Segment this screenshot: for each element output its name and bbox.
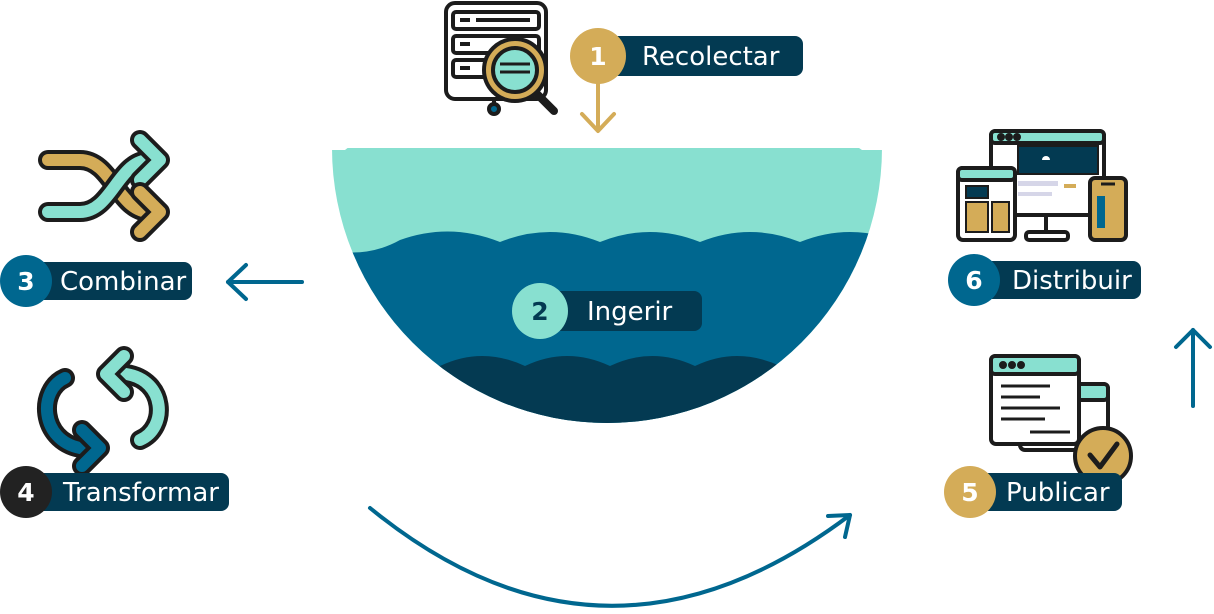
step-1-badge — [570, 28, 626, 84]
step-2-number: 2 — [531, 297, 548, 326]
step-6-pill: 6 Distribuir — [948, 254, 1141, 306]
shuffle-icon — [38, 130, 170, 242]
arrow-down-icon — [580, 82, 616, 133]
step-3-number: 3 — [17, 267, 34, 296]
arrow-left-icon — [226, 263, 304, 301]
step-1-label: Recolectar — [642, 42, 780, 72]
data-lake — [332, 148, 882, 423]
step-3-pill: 3 Combinar — [0, 255, 192, 307]
approved-documents-icon — [989, 354, 1133, 486]
database-search-icon — [444, 1, 558, 116]
step-1-pill: 1 Recolectar — [570, 28, 803, 84]
step-3-label: Combinar — [60, 267, 187, 297]
step-4-badge — [0, 466, 52, 518]
step-2-badge — [512, 283, 568, 339]
step-4-number: 4 — [17, 478, 34, 507]
step-5-number: 5 — [961, 478, 978, 507]
lake-middle-layer — [332, 231, 882, 423]
step-6-badge — [948, 254, 1000, 306]
refresh-cycle-icon — [37, 346, 169, 476]
step-4-label: Transformar — [62, 478, 219, 508]
step-6-label: Distribuir — [1012, 266, 1132, 296]
step-3-badge — [0, 255, 52, 307]
step-5-badge — [944, 466, 996, 518]
step-5-pill: 5 Publicar — [944, 466, 1122, 518]
arrow-up-icon — [1174, 328, 1212, 408]
step-6-number: 6 — [965, 266, 982, 295]
step-5-label: Publicar — [1006, 478, 1110, 508]
step-2-label: Ingerir — [587, 297, 673, 327]
lake-bottom-layer — [332, 356, 882, 423]
step-4-pill: 4 Transformar — [0, 466, 229, 518]
step-2-pill: 2 Ingerir — [512, 283, 702, 339]
arrow-curved-icon — [368, 506, 852, 608]
step-1-number: 1 — [589, 42, 606, 71]
multi-device-icon — [956, 129, 1128, 242]
